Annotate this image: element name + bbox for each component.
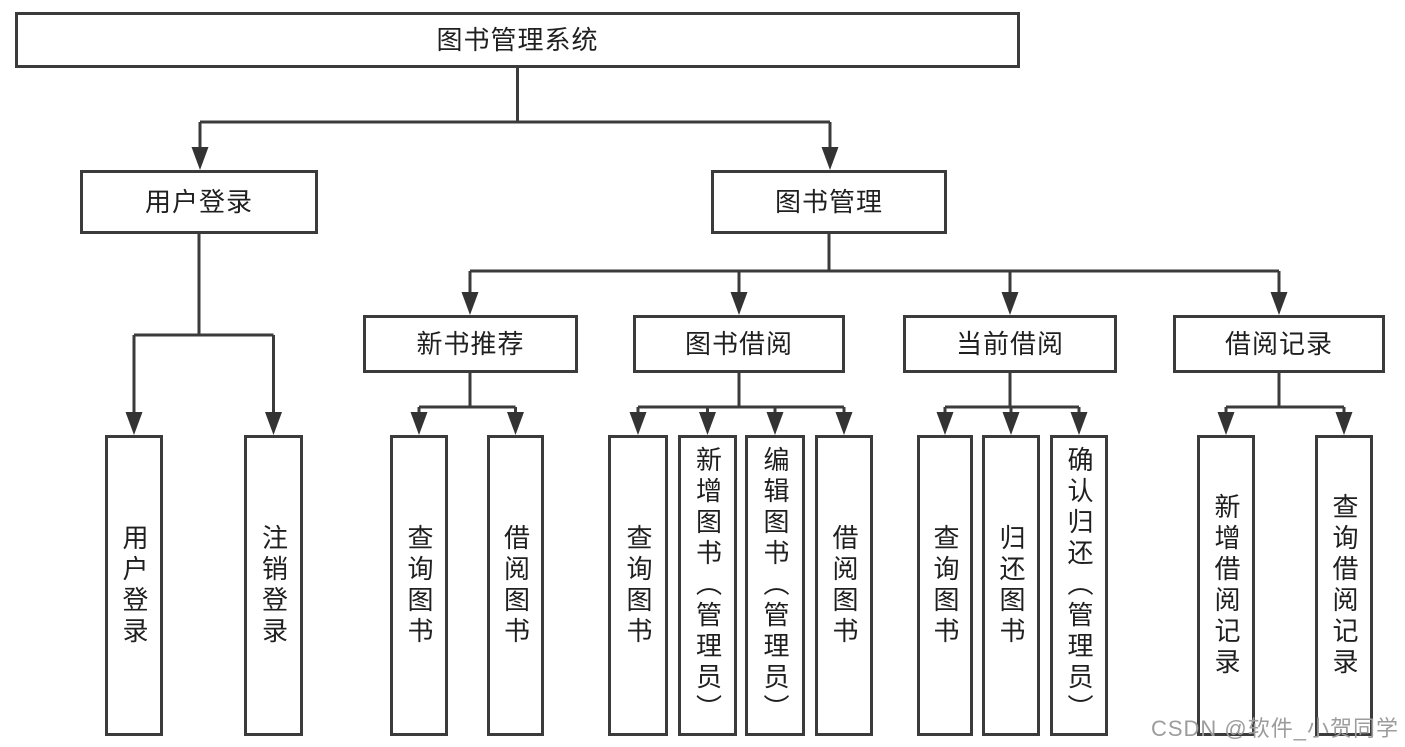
leaf-query-books-recommend: 查询图书: [390, 435, 448, 736]
leaf-query-books-borrow: 查询图书: [608, 435, 668, 736]
leaf-borrow-books: 借阅图书: [815, 435, 873, 736]
leaf-add-book-admin: 新增图书（管理员）: [678, 435, 737, 736]
node-borrow-records-label: 借阅记录: [1224, 329, 1333, 359]
leaf-borrow-books-recommend: 借阅图书: [487, 435, 544, 736]
leaf-query-borrow-record-label: 查询借阅记录: [1329, 492, 1359, 679]
node-library-system: 图书管理系统: [15, 12, 1020, 68]
leaf-add-borrow-record-label: 新增借阅记录: [1211, 492, 1241, 679]
leaf-edit-book-admin-label: 编辑图书（管理员）: [760, 446, 790, 725]
node-user-login-label: 用户登录: [144, 187, 253, 217]
node-book-borrow: 图书借阅: [633, 315, 845, 373]
leaf-query-books-recommend-label: 查询图书: [404, 523, 434, 648]
leaf-confirm-return-admin-label: 确认归还（管理员）: [1064, 446, 1094, 725]
node-borrow-records: 借阅记录: [1173, 315, 1385, 373]
node-new-book-recommend: 新书推荐: [363, 315, 578, 373]
node-new-book-recommend-label: 新书推荐: [416, 329, 525, 359]
leaf-add-book-admin-label: 新增图书（管理员）: [692, 446, 723, 725]
leaf-borrow-books-label: 借阅图书: [829, 523, 859, 648]
leaf-user-login: 用户登录: [105, 435, 163, 736]
node-current-borrow: 当前借阅: [903, 315, 1117, 373]
leaf-logout-label: 注销登录: [258, 523, 289, 648]
node-book-management-label: 图书管理: [774, 187, 883, 217]
leaf-confirm-return-admin: 确认归还（管理员）: [1050, 435, 1108, 736]
node-current-borrow-label: 当前借阅: [955, 329, 1064, 359]
leaf-return-book-label: 归还图书: [996, 523, 1026, 648]
node-user-login: 用户登录: [80, 170, 318, 234]
leaf-return-book: 归还图书: [982, 435, 1040, 736]
leaf-query-borrow-record: 查询借阅记录: [1315, 435, 1373, 736]
leaf-query-books-current-label: 查询图书: [930, 523, 960, 648]
node-book-borrow-label: 图书借阅: [684, 329, 793, 359]
leaf-edit-book-admin: 编辑图书（管理员）: [745, 435, 805, 736]
leaf-borrow-books-recommend-label: 借阅图书: [500, 523, 531, 648]
leaf-logout: 注销登录: [244, 435, 303, 736]
leaf-add-borrow-record: 新增借阅记录: [1197, 435, 1255, 736]
leaf-query-books-current: 查询图书: [917, 435, 973, 736]
node-book-management: 图书管理: [711, 170, 947, 234]
leaf-query-books-borrow-label: 查询图书: [623, 523, 653, 648]
leaf-user-login-label: 用户登录: [119, 523, 149, 648]
csdn-watermark: CSDN @软件_小贺同学: [1150, 716, 1399, 741]
node-library-system-label: 图书管理系统: [436, 25, 599, 55]
